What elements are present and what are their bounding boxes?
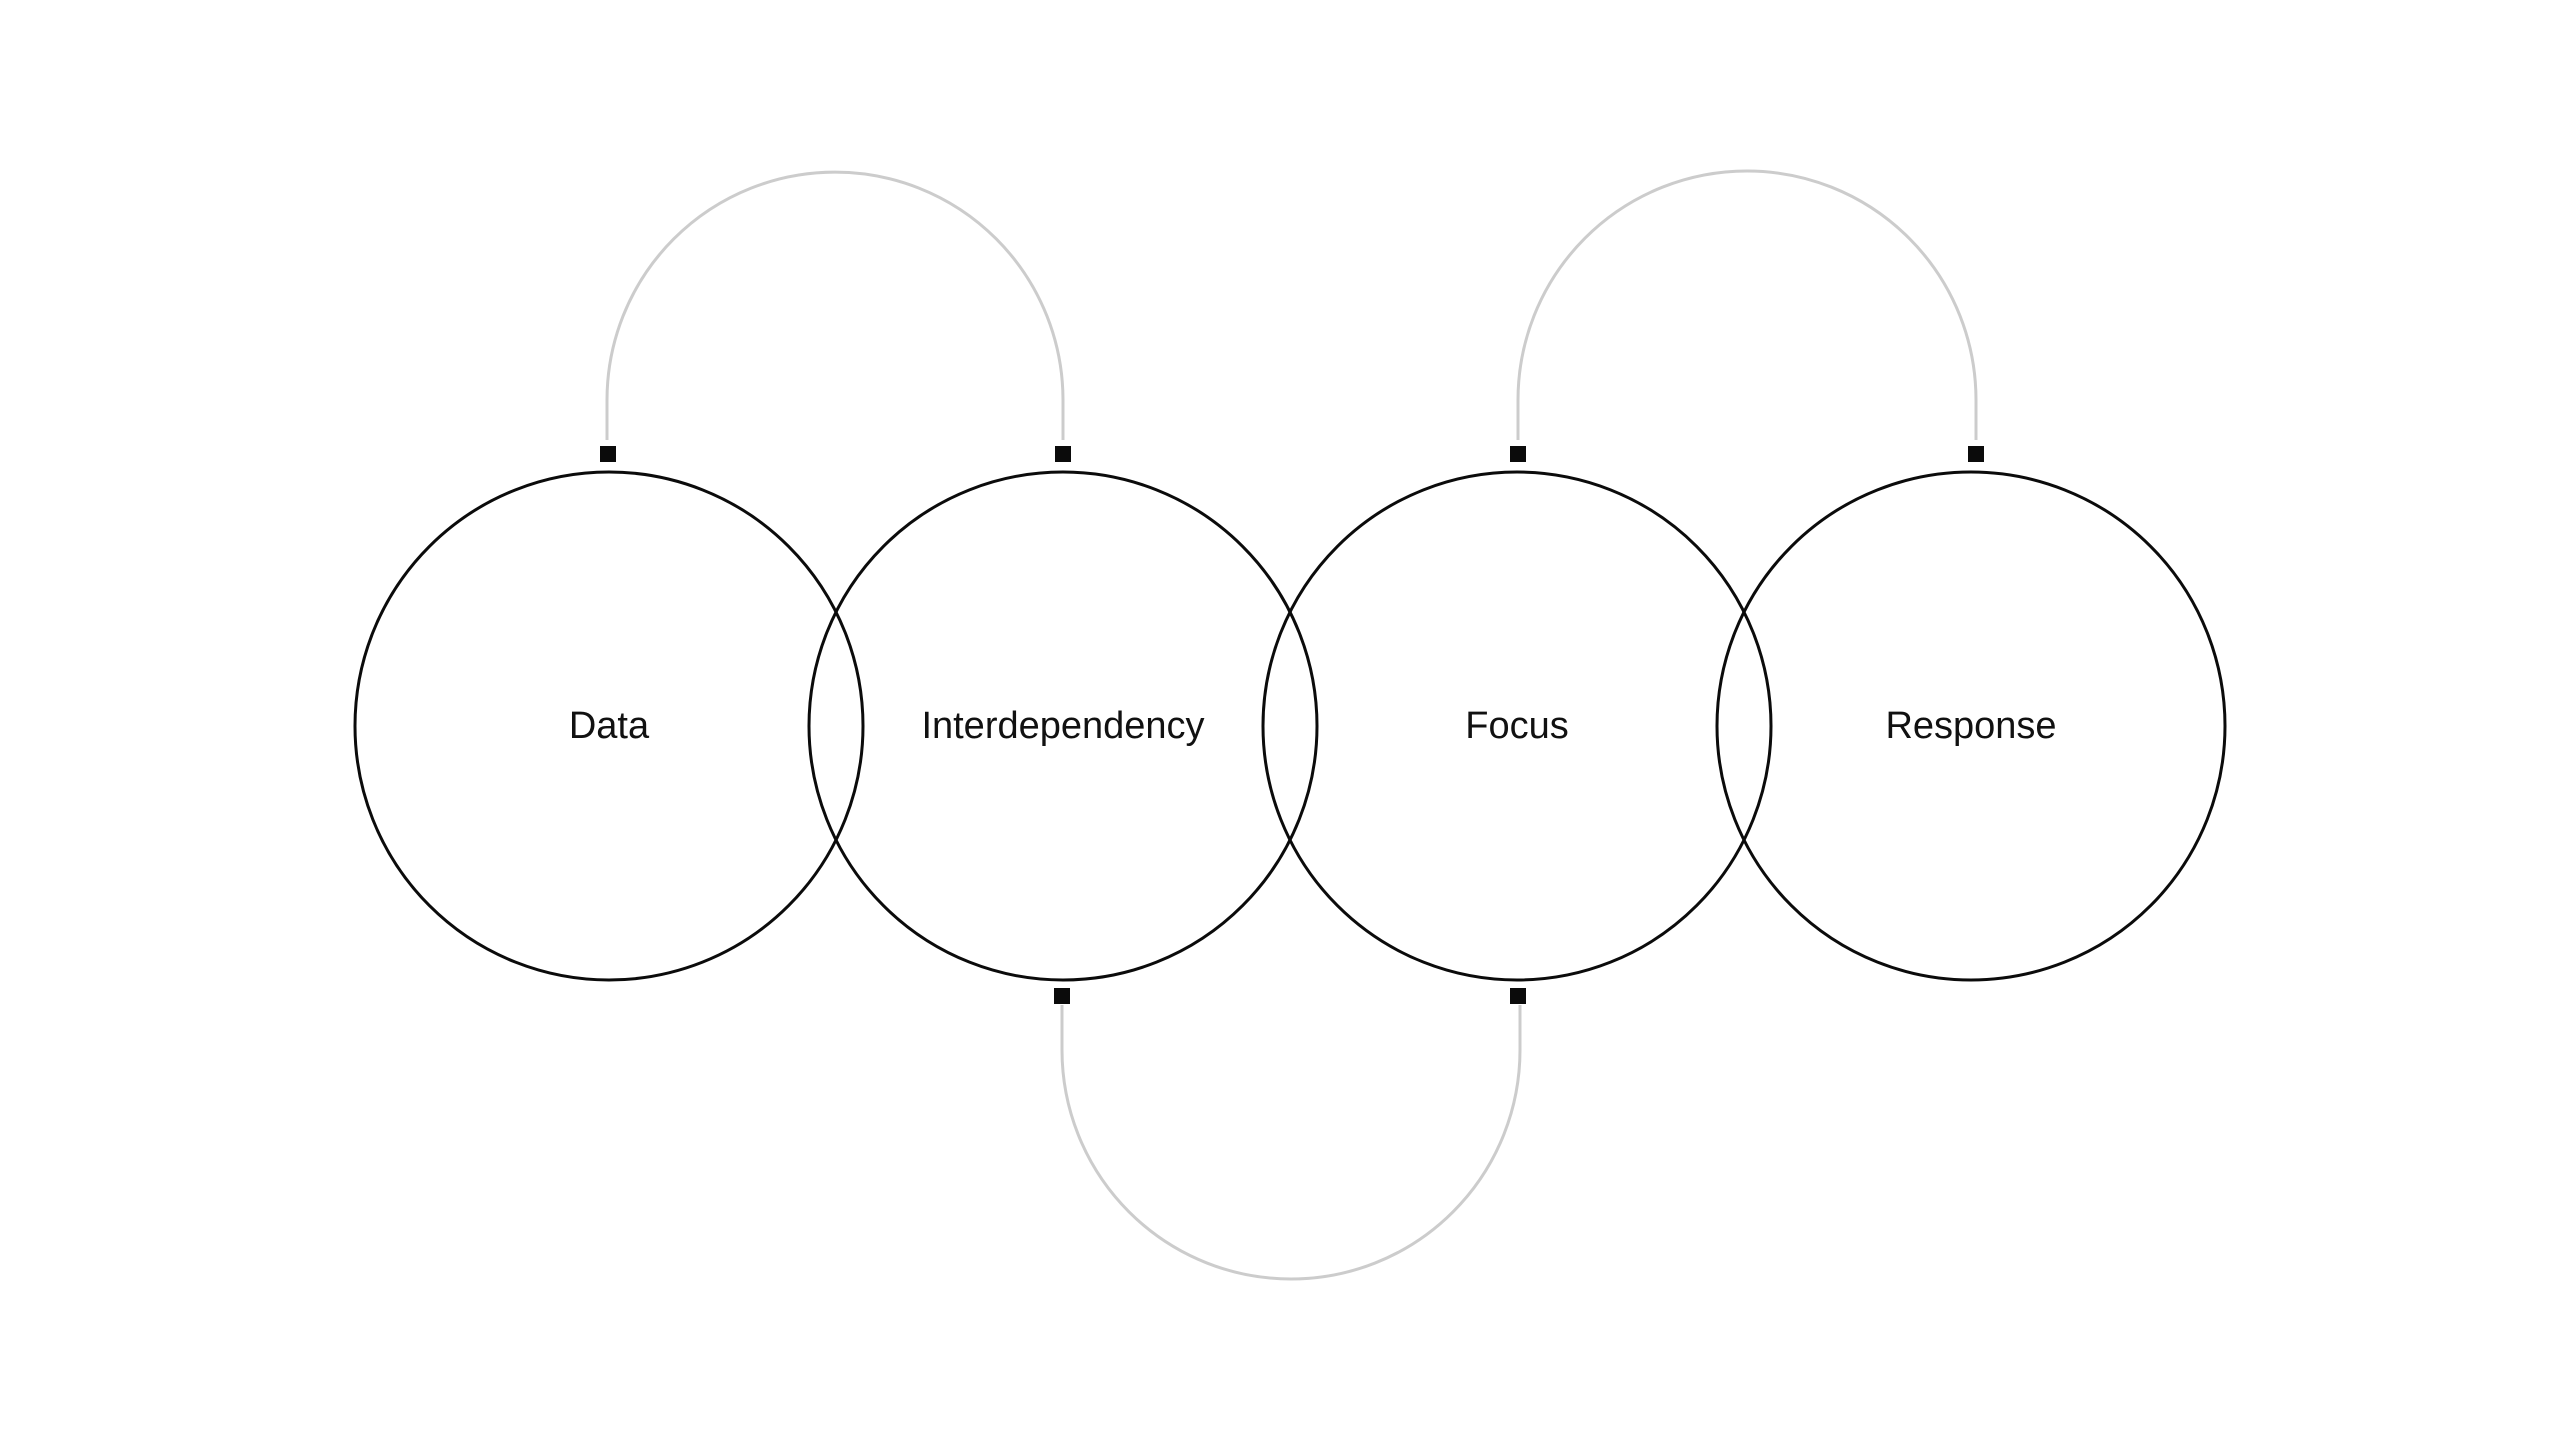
label-response: Response — [1885, 705, 2056, 747]
connector-interdependency-focus — [1060, 1005, 1522, 1281]
circle-data — [353, 470, 865, 982]
circle-response — [1715, 470, 2227, 982]
port-interdependency-top — [1055, 446, 1071, 462]
port-focus-bottom — [1510, 988, 1526, 1004]
label-interdependency: Interdependency — [921, 705, 1204, 747]
circle-focus — [1261, 470, 1773, 982]
label-data: Data — [569, 705, 650, 747]
connector-focus-response — [1516, 169, 1978, 440]
circle-interdependency — [807, 470, 1319, 982]
port-data-top — [600, 446, 616, 462]
port-response-top — [1968, 446, 1984, 462]
port-interdependency-bottom — [1054, 988, 1070, 1004]
connector-data-interdependency — [605, 170, 1065, 440]
port-focus-top — [1510, 446, 1526, 462]
label-focus: Focus — [1465, 705, 1568, 747]
